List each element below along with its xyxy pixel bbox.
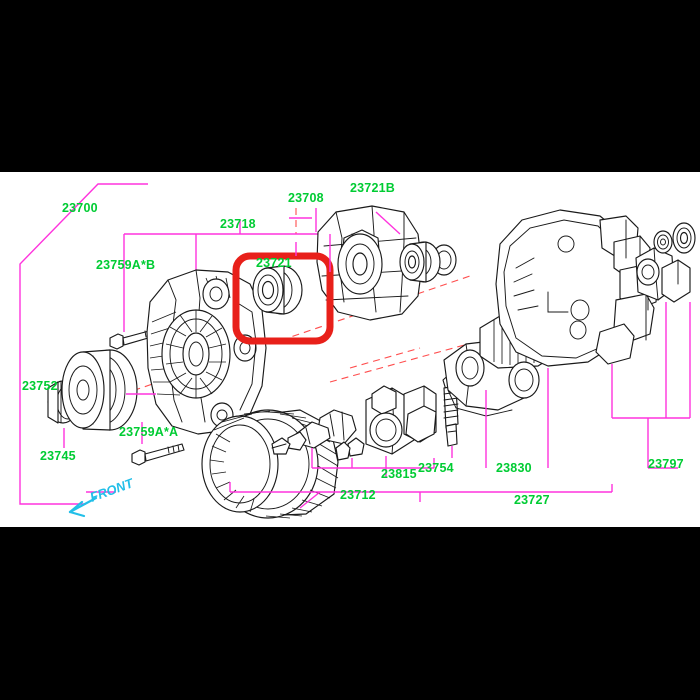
part-terminal-23797 xyxy=(635,222,696,303)
label-23759aa: 23759A*A xyxy=(119,425,178,439)
label-23708: 23708 xyxy=(288,191,324,205)
part-front-bearing-23721 xyxy=(252,265,303,315)
part-brush-holder-23815 xyxy=(271,385,437,461)
part-front-cover-23718 xyxy=(146,269,267,435)
label-23727: 23727 xyxy=(514,493,550,507)
letterbox-bottom xyxy=(0,527,700,700)
highlight-box-23721 xyxy=(232,252,334,345)
label-23754: 23754 xyxy=(418,461,454,475)
label-23745: 23745 xyxy=(40,449,76,463)
label-23721: 23721 xyxy=(256,256,292,270)
part-through-bolt-a-23759aa xyxy=(131,443,185,466)
part-rear-cover-23727 xyxy=(495,209,659,367)
front-marker-label: FRONT xyxy=(88,475,136,505)
letterbox-top xyxy=(0,0,700,172)
label-23718: 23718 xyxy=(220,217,256,231)
label-23700: 23700 xyxy=(62,201,98,215)
part-pulley-23752 xyxy=(61,349,138,431)
label-23752: 23752 xyxy=(22,379,58,393)
label-23712: 23712 xyxy=(340,488,376,502)
label-23759ab: 23759A*B xyxy=(96,258,155,272)
leader-lines xyxy=(63,208,691,509)
label-23797: 23797 xyxy=(648,457,684,471)
part-rear-bearing-23721b xyxy=(399,241,441,283)
label-23721b: 23721B xyxy=(350,181,395,195)
label-23815: 23815 xyxy=(381,467,417,481)
front-direction-marker: FRONT xyxy=(68,475,136,518)
label-23830: 23830 xyxy=(496,461,532,475)
part-number-labels: 23700 23718 23759A*B 23721 23708 23721B … xyxy=(22,181,684,507)
parts-diagram-canvas: FRONT 23700 23718 23759A*B 23721 23708 2… xyxy=(0,172,700,527)
bracket-assembly-23700 xyxy=(19,183,148,505)
